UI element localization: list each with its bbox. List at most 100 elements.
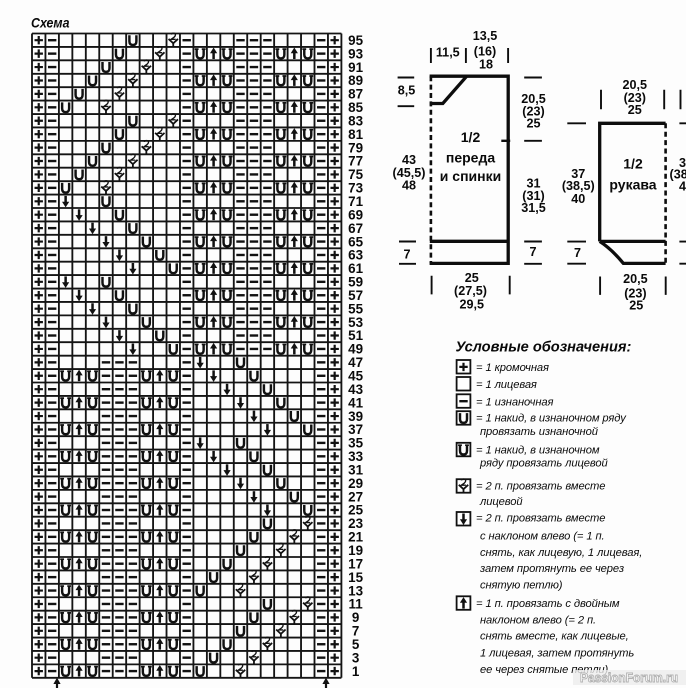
svg-text:35: 35 [348,436,363,451]
svg-text:57: 57 [348,288,363,303]
svg-text:(23): (23) [522,105,544,119]
svg-text:43: 43 [402,153,416,167]
svg-text:61: 61 [348,261,363,276]
svg-text:25: 25 [348,503,363,518]
svg-text:27: 27 [348,489,363,504]
svg-text:20,5: 20,5 [521,92,546,106]
svg-text:(38,5): (38,5) [670,168,686,182]
svg-text:провязать изнаночной: провязать изнаночной [480,426,598,438]
svg-text:15: 15 [348,570,363,585]
svg-text:71: 71 [348,194,363,209]
svg-text:9: 9 [352,610,359,625]
svg-text:(38,5): (38,5) [562,179,595,193]
svg-text:(23): (23) [624,91,646,105]
svg-text:89: 89 [348,73,363,88]
svg-text:37: 37 [571,167,585,181]
svg-text:3: 3 [352,650,359,665]
svg-text:40: 40 [571,192,585,206]
svg-text:81: 81 [348,127,363,142]
svg-text:лицевой: лицевой [479,496,523,508]
svg-text:Схема: Схема [31,15,70,31]
svg-text:49: 49 [348,342,363,357]
svg-text:11: 11 [349,597,364,612]
svg-text:17: 17 [348,556,363,571]
svg-text:= 2 п. провязать вместе: = 2 п. провязать вместе [476,481,605,493]
svg-text:25: 25 [628,103,642,117]
svg-text:47: 47 [348,355,363,370]
svg-text:18: 18 [479,58,493,72]
svg-text:83: 83 [348,113,363,128]
svg-text:1/2: 1/2 [461,129,481,145]
svg-text:25: 25 [465,271,479,285]
svg-text:переда: переда [446,149,495,165]
svg-text:43: 43 [348,382,363,397]
svg-text:53: 53 [348,315,363,330]
svg-text:1/2: 1/2 [623,156,643,172]
svg-text:91: 91 [348,60,363,75]
svg-text:63: 63 [348,248,363,263]
svg-text:51: 51 [348,328,363,343]
svg-text:(16): (16) [474,44,496,58]
svg-text:25: 25 [629,299,643,313]
svg-text:(45,5): (45,5) [393,166,426,180]
svg-text:23: 23 [348,516,363,531]
svg-text:45: 45 [348,368,363,383]
svg-text:(23): (23) [624,287,646,301]
svg-text:7: 7 [529,245,536,259]
svg-text:рукава: рукава [609,176,656,192]
svg-text:8,5: 8,5 [398,84,416,98]
svg-text:= 1 накид, в изнаночном: = 1 накид, в изнаночном [476,445,600,457]
svg-text:7: 7 [403,247,410,261]
svg-text:13,5: 13,5 [473,29,498,43]
svg-text:= 1 п. провязать с двойным: = 1 п. провязать с двойным [476,598,620,610]
svg-text:снять вместе, как лицевые,: снять вместе, как лицевые, [480,631,629,643]
svg-text:(31): (31) [522,189,544,203]
svg-text:31,5: 31,5 [521,201,546,215]
svg-text:(27,5): (27,5) [454,284,487,298]
svg-text:20,5: 20,5 [623,272,648,286]
svg-text:59: 59 [348,275,363,290]
svg-text:55: 55 [348,301,363,316]
svg-text:79: 79 [348,140,363,155]
svg-text:67: 67 [348,221,363,236]
svg-text:11,5: 11,5 [436,46,460,60]
svg-text:снятую петлю): снятую петлю) [480,580,563,592]
svg-text:37: 37 [679,156,686,170]
svg-text:7: 7 [352,624,359,639]
svg-text:PassionForum.ru: PassionForum.ru [580,670,678,685]
svg-text:73: 73 [348,181,363,196]
svg-text:31: 31 [348,462,363,477]
svg-text:= 2 п. провязать вместе: = 2 п. провязать вместе [476,512,605,524]
svg-text:48: 48 [402,179,416,193]
svg-text:ряду провязать лицевой: ряду провязать лицевой [479,458,608,470]
svg-text:Условные обозначения:: Условные обозначения: [456,339,632,355]
svg-text:31: 31 [526,176,540,190]
svg-text:95: 95 [348,33,363,48]
svg-text:77: 77 [348,154,363,169]
svg-text:21: 21 [348,530,363,545]
svg-text:= 1 накид, в изнаночном ряду: = 1 накид, в изнаночном ряду [476,412,627,424]
svg-text:5: 5 [352,637,360,652]
svg-text:20,5: 20,5 [623,78,648,92]
svg-text:33: 33 [348,449,363,464]
svg-text:40: 40 [679,179,686,193]
svg-text:затем протянуть ее через: затем протянуть ее через [479,563,624,575]
svg-text:снять, как лицевую, 1 лицевая,: снять, как лицевую, 1 лицевая, [480,547,642,559]
svg-text:65: 65 [348,234,363,249]
svg-text:и спинки: и спинки [440,168,501,184]
svg-text:19: 19 [348,543,363,558]
svg-text:29: 29 [348,476,363,491]
svg-text:наклоном влево (= 2 п.: наклоном влево (= 2 п. [480,615,596,627]
svg-text:1: 1 [352,664,360,679]
svg-text:41: 41 [348,395,363,410]
svg-text:93: 93 [348,46,363,61]
svg-text:39: 39 [348,409,363,424]
svg-text:1 лицевая, затем протянуть: 1 лицевая, затем протянуть [480,647,634,659]
svg-text:29,5: 29,5 [460,297,485,311]
svg-text:= 1 лицевая: = 1 лицевая [476,379,537,391]
svg-text:13: 13 [348,583,363,598]
svg-text:7: 7 [574,246,581,260]
svg-text:75: 75 [348,167,363,182]
svg-text:25: 25 [526,117,540,131]
svg-text:37: 37 [348,422,363,437]
